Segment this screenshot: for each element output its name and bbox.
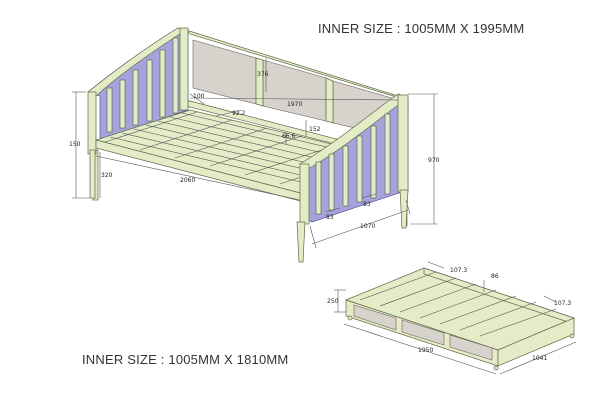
right-back-post <box>397 94 409 193</box>
backrest-post-a <box>255 57 264 107</box>
slat <box>121 132 331 183</box>
dim-spindle-left: 83 <box>326 214 334 221</box>
left-spindle <box>159 49 166 118</box>
left-armrest <box>87 27 189 199</box>
trundle-slat <box>359 271 437 301</box>
rattan-panel-middle <box>262 59 327 122</box>
trundle-slat <box>399 283 477 313</box>
right-armrest <box>296 93 409 263</box>
trundle-slat <box>479 308 557 337</box>
right-spindle <box>384 113 391 195</box>
trundle-slat <box>419 289 497 319</box>
trundle-slat <box>439 295 517 325</box>
trundle-rattan-middle <box>401 319 445 346</box>
dim-leg-height: 320 <box>101 172 113 179</box>
trundle-rattan-right <box>449 334 493 361</box>
dim-overall-width: 1070 <box>360 223 375 230</box>
trundle-slat <box>459 301 537 331</box>
right-spindle <box>315 161 322 215</box>
dim-inner-length: 1970 <box>287 101 302 108</box>
dim-trundle-width: 1041 <box>532 355 547 362</box>
slat <box>209 135 303 167</box>
right-back-leg <box>399 189 409 229</box>
trundle-inner-size-title: INNER SIZE : 1005MM X 1810MM <box>82 352 289 367</box>
daybed-drawing: 376 1970 100 92.2 152 66.6 150 320 <box>69 27 440 263</box>
left-front-post <box>87 91 97 155</box>
daybed-dimensions: 376 1970 100 92.2 152 66.6 150 320 <box>69 58 440 249</box>
dim-overall-height: 970 <box>428 157 440 164</box>
trundle-dimensions: 107.3 86 107.3 250 1950 1041 <box>327 261 577 375</box>
left-spindle <box>106 87 113 133</box>
slat <box>104 111 198 143</box>
dim-slat-width: 100 <box>193 93 205 100</box>
slat <box>174 127 268 159</box>
dim-left-height: 150 <box>69 141 81 148</box>
left-back-post <box>179 27 189 111</box>
left-front-leg <box>89 149 96 199</box>
daybed-inner-size-title: INNER SIZE : 1005MM X 1995MM <box>318 21 525 36</box>
trundle-rattan-left <box>353 304 397 331</box>
dim-trundle-slat-gap-top: 107.3 <box>450 267 467 274</box>
dim-rail-height: 152 <box>309 126 321 133</box>
dim-backrest-height: 376 <box>257 71 269 78</box>
dim-trundle-length: 1950 <box>418 347 433 354</box>
trundle-caster <box>493 365 499 371</box>
right-spindle <box>356 135 363 203</box>
dim-trundle-height: 250 <box>327 298 339 305</box>
right-spindle <box>342 145 349 207</box>
trundle-caster <box>347 315 353 321</box>
right-front-leg <box>296 221 306 263</box>
trundle-caster <box>569 333 575 339</box>
trundle-slat <box>379 277 457 307</box>
left-spindle <box>146 59 153 122</box>
right-front-post <box>299 163 310 225</box>
left-spindle <box>119 79 126 129</box>
slat <box>109 136 319 187</box>
right-spindle <box>370 125 377 199</box>
dim-trundle-slat-width: 86 <box>491 273 499 280</box>
dim-overall-length: 2060 <box>180 177 195 184</box>
dim-slat-gap: 92.2 <box>232 110 246 117</box>
trundle-end-side <box>497 317 575 367</box>
dim-trundle-slat-gap-right: 107.3 <box>554 300 571 307</box>
backrest-post-b <box>325 77 334 124</box>
left-spindle <box>172 37 179 114</box>
trundle-drawing: 107.3 86 107.3 250 1950 1041 <box>327 261 577 375</box>
dim-rail-thickness: 66.6 <box>282 133 296 140</box>
dim-spindle-right: 83 <box>363 201 371 208</box>
left-spindle <box>132 69 139 126</box>
slat <box>139 119 233 151</box>
right-spindle <box>328 153 335 211</box>
